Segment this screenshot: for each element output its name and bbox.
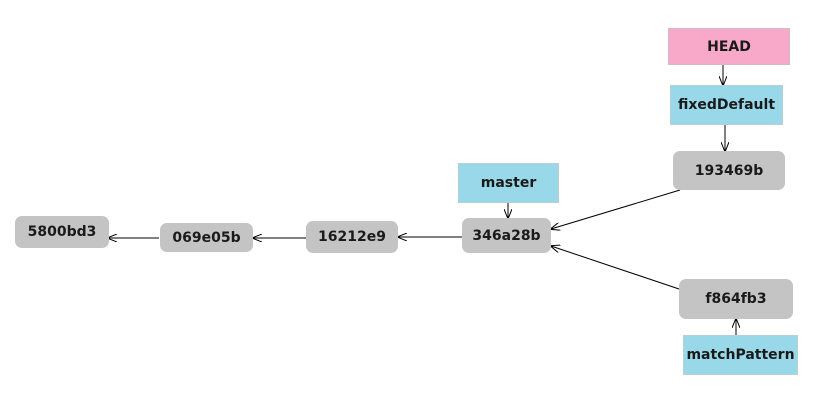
edge-arrow	[551, 246, 683, 291]
edge-arrow	[551, 189, 681, 229]
commit-node: f864fb3	[679, 279, 793, 319]
commit-node: 16212e9	[306, 221, 398, 253]
branch-label-master: master	[458, 163, 559, 203]
commit-node: 5800bd3	[15, 216, 109, 248]
commit-node: 069e05b	[160, 223, 253, 252]
branch-label-matchpattern: matchPattern	[683, 335, 798, 375]
head-pointer: HEAD	[668, 28, 790, 65]
commit-node: 346a28b	[462, 218, 551, 253]
commit-node: 193469b	[673, 151, 785, 190]
branch-label-fixeddefault: fixedDefault	[670, 85, 783, 125]
